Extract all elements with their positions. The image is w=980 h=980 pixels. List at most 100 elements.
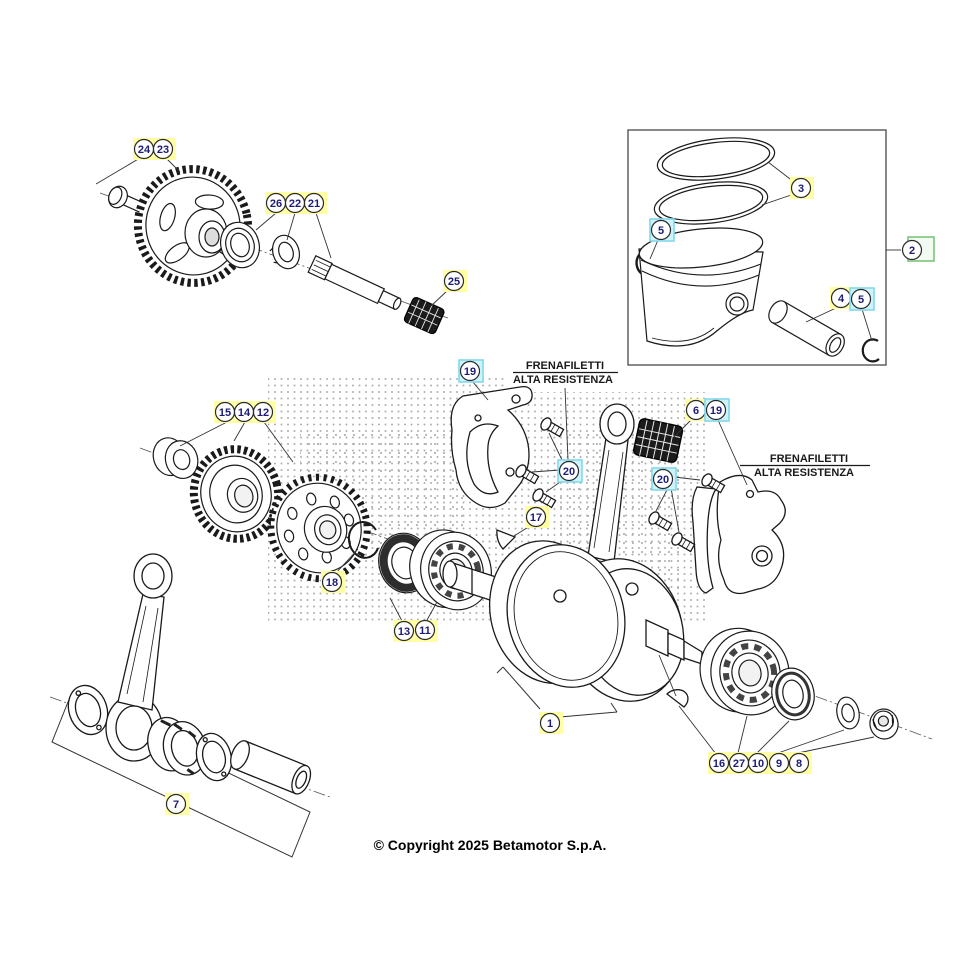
callout-7[interactable] — [165, 793, 187, 815]
callout-5[interactable] — [650, 219, 672, 241]
needle-cage-6 — [633, 418, 684, 463]
balancer-shaft-assembly — [108, 165, 445, 335]
screw-20 — [540, 417, 565, 438]
crank-bracket-left — [502, 666, 541, 710]
callout-number: 24 — [138, 144, 151, 156]
flywheel-left — [488, 540, 626, 688]
callout-20[interactable] — [558, 460, 580, 482]
spacer-22 — [269, 234, 301, 270]
callout-number: 5 — [658, 225, 664, 237]
needle-cage-big-end — [147, 716, 207, 776]
label-text: ALTA RESISTENZA — [513, 374, 613, 386]
nut-8 — [869, 708, 899, 740]
callout-11[interactable] — [414, 619, 436, 641]
callout-number: 7 — [173, 799, 179, 811]
callout-number: 12 — [257, 407, 269, 419]
callout-number: 18 — [326, 577, 338, 589]
callout-5[interactable] — [850, 288, 872, 310]
conrod-kit-bracket — [51, 696, 311, 858]
woodruff-key-16 — [665, 689, 689, 708]
callout-12[interactable] — [252, 401, 274, 423]
output-side-parts — [699, 627, 899, 740]
callout-number: 3 — [798, 183, 804, 195]
callout-number: 20 — [657, 474, 669, 486]
callout-18[interactable] — [321, 571, 343, 593]
snap-ring-18 — [347, 521, 379, 559]
piston-pin — [768, 300, 845, 357]
callout-number: 20 — [563, 466, 575, 478]
seal-10 — [771, 667, 815, 721]
callout-number: 22 — [289, 198, 301, 210]
sprocket-12 — [267, 473, 371, 583]
needle-cage-25 — [403, 296, 445, 335]
collar-15 — [152, 437, 199, 480]
screw-20 — [671, 532, 696, 553]
callout-number: 26 — [270, 198, 282, 210]
screw-20 — [701, 473, 726, 494]
counterweight-plate-right — [691, 474, 786, 595]
screw-20 — [515, 464, 540, 485]
callout-19[interactable] — [705, 399, 727, 421]
callout-2[interactable] — [901, 239, 923, 261]
callout-16[interactable] — [708, 752, 730, 774]
piston-ring — [653, 181, 769, 225]
callout-number: 9 — [776, 758, 782, 770]
thrust-washer — [195, 732, 233, 782]
crank-bracket-right — [559, 711, 618, 718]
gear-14 — [189, 445, 283, 543]
callout-number: 16 — [713, 758, 725, 770]
callout-25[interactable] — [443, 270, 465, 292]
callout-number: 25 — [448, 276, 460, 288]
callout-20[interactable] — [652, 468, 674, 490]
callout-3[interactable] — [790, 177, 812, 199]
callout-17[interactable] — [525, 506, 547, 528]
callout-number: 14 — [238, 407, 251, 419]
callout-number: 15 — [219, 407, 231, 419]
bearing-27 — [699, 627, 790, 716]
callout-number: 1 — [547, 718, 553, 730]
crank-pin — [230, 740, 312, 795]
conrod-kit — [67, 553, 312, 795]
callout-number: 13 — [398, 626, 410, 638]
label-text: FRENAFILETTI — [526, 360, 604, 372]
callout-number: 11 — [419, 625, 431, 637]
group-brackets — [51, 666, 618, 858]
connecting-rod-installed — [587, 403, 635, 563]
circlip — [861, 338, 880, 363]
piston-kit-box — [627, 129, 887, 366]
callout-21[interactable] — [303, 192, 325, 214]
callout-8[interactable] — [788, 752, 810, 774]
counterweight-plate-left — [450, 386, 533, 509]
callout-number: 17 — [530, 512, 542, 524]
leader-lines — [95, 157, 901, 755]
callout-number: 19 — [464, 366, 476, 378]
callout-10[interactable] — [747, 752, 769, 774]
callout-number: 21 — [308, 198, 320, 210]
screw-20 — [532, 488, 557, 509]
callout-13[interactable] — [393, 620, 415, 642]
callout-number: 8 — [796, 758, 802, 770]
label-text: FRENAFILETTI — [770, 453, 848, 465]
crankshaft-assembly — [442, 386, 786, 708]
clip-17 — [496, 529, 517, 550]
callout-number: 10 — [752, 758, 764, 770]
callout-number: 6 — [693, 405, 699, 417]
callout-9[interactable] — [768, 752, 790, 774]
callout-19[interactable] — [459, 360, 481, 382]
callout-1[interactable] — [539, 712, 561, 734]
callout-number: 27 — [733, 758, 745, 770]
bearing-26 — [219, 221, 261, 269]
copyright-text: © Copyright 2025 Betamotor S.p.A. — [374, 837, 607, 853]
frenafiletti-label-left: FRENAFILETTI ALTA RESISTENZA — [513, 360, 618, 386]
piston-ring — [656, 137, 776, 181]
label-text: ALTA RESISTENZA — [754, 467, 854, 479]
callout-23[interactable] — [152, 138, 174, 160]
callout-number: 19 — [710, 405, 722, 417]
frenafiletti-label-right: FRENAFILETTI ALTA RESISTENZA — [740, 453, 870, 479]
screw-20 — [648, 511, 673, 532]
callout-number: 23 — [157, 144, 169, 156]
callout-number: 2 — [909, 245, 915, 257]
